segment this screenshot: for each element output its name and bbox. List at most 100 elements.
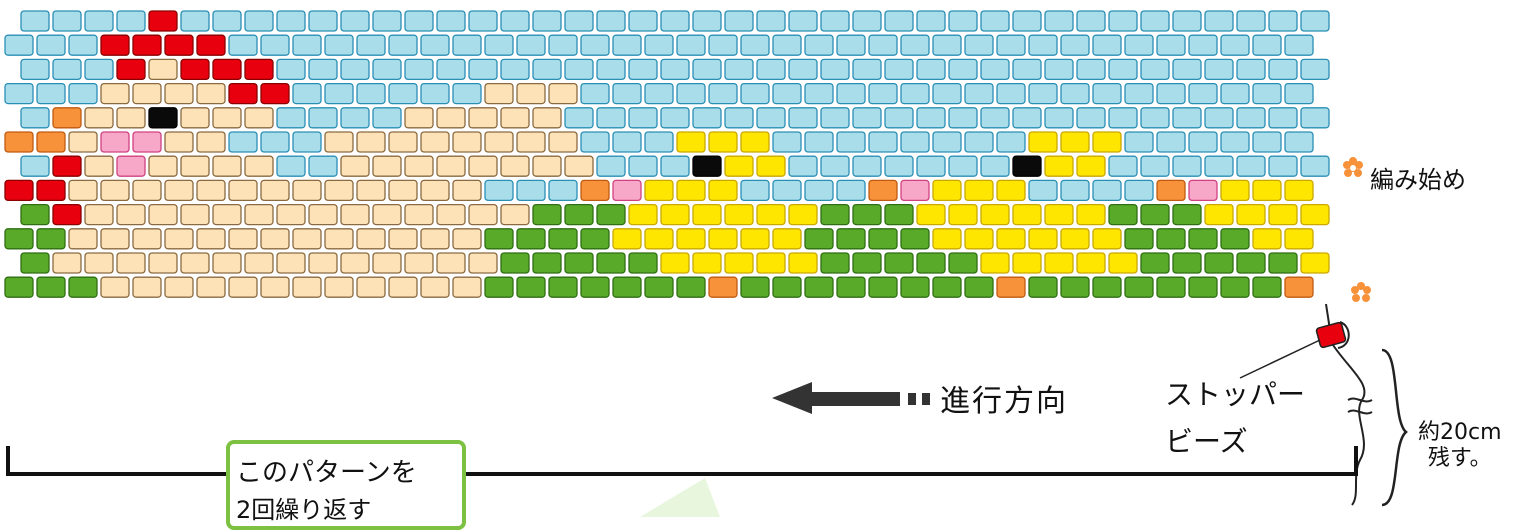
bead: [1124, 179, 1154, 202]
bead: [820, 203, 850, 226]
bead: [1156, 131, 1186, 153]
bead: [900, 179, 930, 202]
stopper-bead-icon: [1315, 321, 1350, 349]
bead: [1076, 155, 1106, 177]
bead: [724, 203, 754, 226]
stopper-label-line1: ストッパー: [1165, 378, 1306, 411]
bead: [628, 107, 658, 129]
bead: [1172, 58, 1202, 81]
bead: [1124, 131, 1154, 153]
bead: [820, 58, 850, 81]
bead: [356, 228, 386, 250]
bead: [1076, 252, 1106, 274]
bead: [1252, 276, 1282, 298]
bead: [340, 155, 370, 177]
bead: [996, 34, 1026, 56]
bead: [1172, 203, 1202, 226]
bead: [484, 228, 514, 250]
bead: [564, 155, 594, 177]
bead: [196, 228, 226, 250]
bead: [292, 131, 322, 153]
bead: [500, 203, 530, 226]
bead: [804, 228, 834, 250]
bead: [1028, 276, 1058, 298]
bead: [500, 155, 530, 177]
bead: [580, 228, 610, 250]
bead: [228, 34, 258, 56]
bead: [100, 179, 130, 202]
bead: [1236, 10, 1266, 32]
bead: [1076, 203, 1106, 226]
bead: [756, 58, 786, 81]
bead: [1268, 203, 1298, 226]
bead: [580, 34, 610, 56]
bead: [36, 179, 66, 202]
break-mark: [1347, 397, 1373, 415]
bead: [532, 155, 562, 177]
bead: [1204, 58, 1234, 81]
bead: [1156, 276, 1186, 298]
bead: [580, 82, 610, 105]
bead: [644, 82, 674, 105]
bead: [996, 179, 1026, 202]
bead: [404, 10, 434, 32]
bead: [404, 155, 434, 177]
bead: [4, 131, 34, 153]
bead: [180, 58, 210, 81]
bead: [772, 82, 802, 105]
bead: [452, 34, 482, 56]
bead: [868, 179, 898, 202]
bead: [100, 228, 130, 250]
bead: [980, 155, 1010, 177]
bead: [1092, 179, 1122, 202]
bead: [324, 276, 354, 298]
bead: [516, 82, 546, 105]
bead: [420, 82, 450, 105]
bead: [836, 82, 866, 105]
bead: [228, 82, 258, 105]
bead: [900, 228, 930, 250]
bead: [4, 228, 34, 250]
bead: [692, 155, 722, 177]
bead: [500, 58, 530, 81]
bead: [4, 276, 34, 298]
bead: [884, 10, 914, 32]
bead: [116, 10, 146, 32]
bead: [1092, 131, 1122, 153]
bead: [884, 58, 914, 81]
bead: [84, 203, 114, 226]
bead: [580, 131, 610, 153]
bead: [276, 203, 306, 226]
repeat-note-line1: このパターンを: [236, 458, 417, 488]
bead: [628, 203, 658, 226]
bead: [1124, 82, 1154, 105]
bead: [532, 58, 562, 81]
bead: [68, 131, 98, 153]
bead: [868, 131, 898, 153]
bead: [404, 58, 434, 81]
bead: [548, 276, 578, 298]
bead: [148, 155, 178, 177]
bead: [228, 276, 258, 298]
bead: [532, 10, 562, 32]
bead: [36, 34, 66, 56]
bead: [36, 276, 66, 298]
bead: [964, 34, 994, 56]
bead: [804, 131, 834, 153]
bead: [1124, 34, 1154, 56]
bead: [148, 107, 178, 129]
bead: [404, 203, 434, 226]
bead: [388, 276, 418, 298]
bead: [804, 34, 834, 56]
bead: [548, 34, 578, 56]
bead: [948, 252, 978, 274]
bead: [1204, 10, 1234, 32]
bead: [516, 276, 546, 298]
bead: [1028, 131, 1058, 153]
bead: [772, 131, 802, 153]
bead: [1156, 34, 1186, 56]
bead: [4, 82, 34, 105]
bead: [308, 10, 338, 32]
bead: [996, 276, 1026, 298]
bead: [148, 10, 178, 32]
